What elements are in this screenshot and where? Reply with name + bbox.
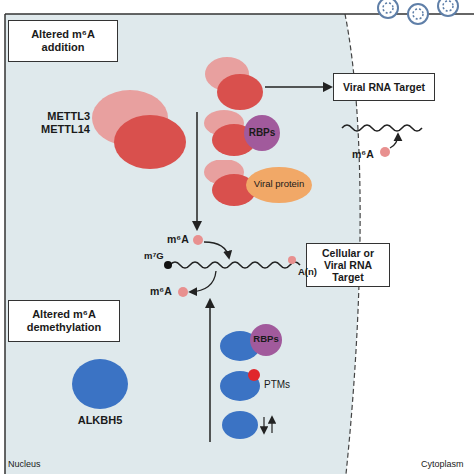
node-label: METTL3 METTL14 xyxy=(40,110,90,135)
protein-complex: PTMs xyxy=(218,368,302,402)
process-box: Viral RNA Target xyxy=(333,73,435,101)
m6a-mark xyxy=(193,235,203,245)
box-label: Altered m⁶A addition xyxy=(14,28,112,53)
box-label: Viral RNA Target xyxy=(343,81,425,93)
compartment-label: Cytoplasm xyxy=(421,459,464,469)
flow-arrow xyxy=(265,86,331,88)
protein-complex: RBPs xyxy=(218,322,284,362)
modification-label: m⁶A xyxy=(167,233,189,245)
virus-core xyxy=(443,1,453,11)
alkbh5-shape xyxy=(72,359,128,409)
curved-arrow xyxy=(204,242,229,258)
node-label: RBPs xyxy=(244,127,280,139)
rna-strand xyxy=(170,262,300,268)
curved-arrow xyxy=(390,134,398,148)
m6a-mark xyxy=(288,256,296,264)
node-label: RBPs xyxy=(248,334,284,345)
m6a-mark xyxy=(178,287,188,297)
protein-complex: RBPs xyxy=(202,110,282,158)
rbp-shape xyxy=(244,115,280,151)
decrease-arrow xyxy=(263,417,264,433)
virus-core xyxy=(383,3,393,13)
virus-particle xyxy=(378,0,398,18)
cap-label: m⁷G xyxy=(144,250,164,261)
virus-particles xyxy=(378,0,458,24)
node-label: ALKBH5 xyxy=(68,414,132,427)
node-label: PTMs xyxy=(264,379,300,391)
process-box: Altered m⁶A demethylation xyxy=(8,300,120,342)
virus-particle xyxy=(408,4,428,24)
virus-core xyxy=(413,9,423,19)
flow-arrow xyxy=(196,112,198,229)
cap-mark xyxy=(164,261,172,269)
rna-strand xyxy=(342,125,422,131)
cell-border xyxy=(4,14,6,474)
flow-arrow xyxy=(209,300,211,442)
box-label: Cellular or Viral RNA Target xyxy=(312,247,384,283)
compartment-label: Nucleus xyxy=(8,459,41,469)
eraser-level xyxy=(222,411,258,439)
box-label: Altered m⁶A demethylation xyxy=(14,308,114,333)
polya-label: A(n) xyxy=(298,266,317,277)
protein-complex: Viral protein xyxy=(202,160,314,210)
node-label: Viral protein xyxy=(246,179,312,190)
writer-subunit xyxy=(217,74,263,110)
protein-complex: METTL3 METTL14 xyxy=(40,88,190,170)
m6a-mark xyxy=(380,147,390,157)
modification-label: m⁶A xyxy=(150,285,172,297)
modification-label: m⁶A xyxy=(352,148,374,160)
protein-complex: ALKBH5 xyxy=(68,358,132,430)
viral-protein-shape xyxy=(246,167,312,203)
ptm-mark xyxy=(248,369,260,381)
mettl14-subunit xyxy=(114,115,186,169)
process-box: Cellular or Viral RNA Target xyxy=(306,243,390,287)
increase-arrow xyxy=(271,417,272,433)
cell-border xyxy=(5,13,474,15)
process-box: Altered m⁶A addition xyxy=(8,20,118,62)
virus-particle xyxy=(438,0,458,16)
curved-arrow xyxy=(190,271,216,292)
